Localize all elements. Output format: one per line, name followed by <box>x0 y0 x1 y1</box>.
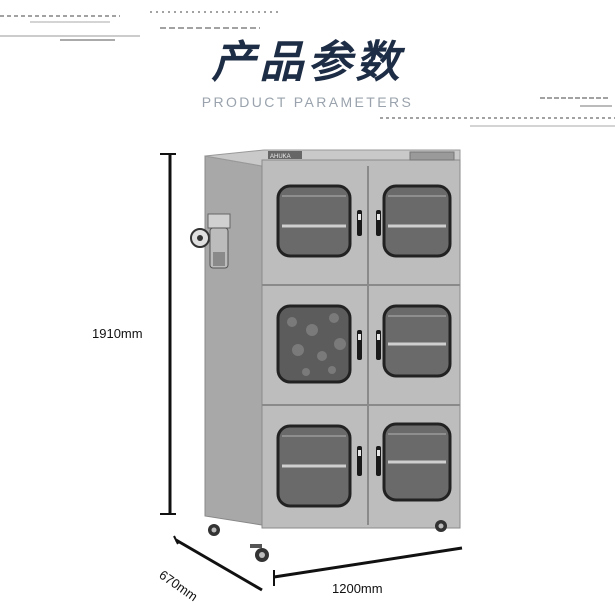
casters <box>208 520 447 562</box>
page-title: 产品参数 <box>211 37 404 88</box>
air-regulator-icon <box>190 213 231 269</box>
door-window <box>276 184 352 258</box>
width-label: 1200mm <box>332 581 383 596</box>
brand-plate <box>268 151 302 159</box>
depth-dimension-line <box>173 535 263 592</box>
width-dimension-line <box>273 546 463 586</box>
door-window <box>382 304 452 378</box>
humidity-display <box>409 151 455 161</box>
door-window <box>382 184 452 258</box>
height-label: 1910mm <box>92 326 143 341</box>
page-subtitle: PRODUCT PARAMETERS <box>201 94 414 110</box>
height-dimension-line <box>160 153 176 515</box>
brand-label: AHUKA <box>270 154 291 160</box>
cabinet-side-panel <box>204 155 263 526</box>
